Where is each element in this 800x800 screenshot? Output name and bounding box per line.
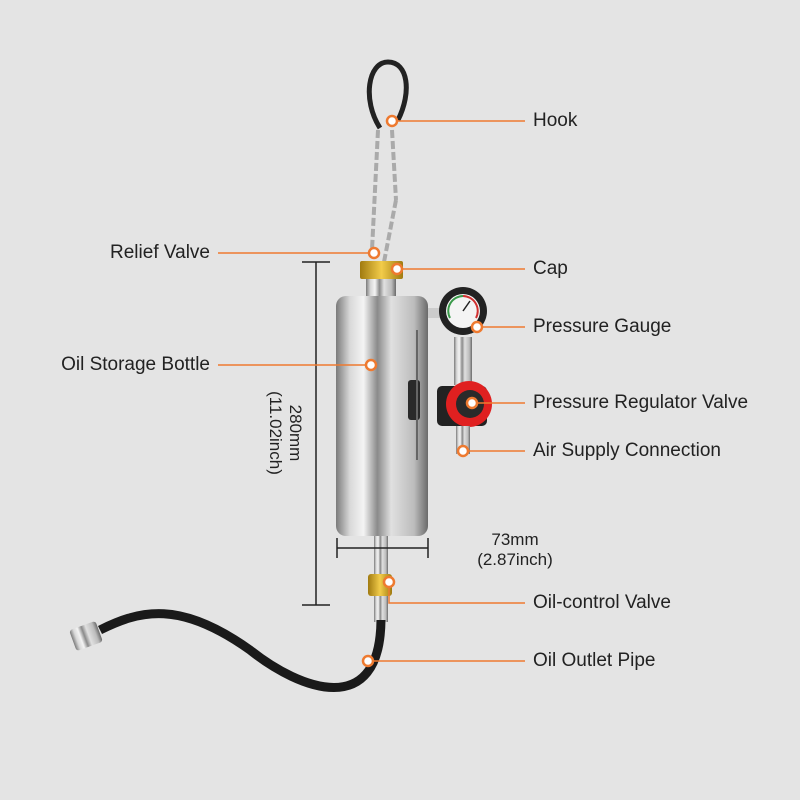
width-dimension-line xyxy=(336,538,429,558)
label-pressure-regulator-valve: Pressure Regulator Valve xyxy=(533,392,749,413)
width-inch: (2.87inch) xyxy=(477,550,553,569)
oil-outlet-pipe xyxy=(97,609,386,692)
height-inch: (11.02inch) xyxy=(266,391,285,475)
label-relief-valve: Relief Valve xyxy=(110,242,210,263)
width-dimension-label: 73mm (2.87inch) xyxy=(455,530,575,570)
leader-lines xyxy=(218,120,525,662)
height-dimension-line xyxy=(302,261,330,606)
label-pressure-gauge: Pressure Gauge xyxy=(533,316,672,337)
label-oil-storage-bottle: Oil Storage Bottle xyxy=(61,354,210,375)
oil-storage-bottle xyxy=(336,296,428,536)
height-dimension-label: 280mm (11.02inch) xyxy=(265,353,305,513)
label-cap: Cap xyxy=(533,258,568,279)
callout-dots xyxy=(361,114,484,668)
height-mm: 280mm xyxy=(286,404,305,462)
label-oil-control-valve: Oil-control Valve xyxy=(533,592,671,613)
width-mm: 73mm xyxy=(491,530,539,549)
hook xyxy=(366,59,409,263)
label-oil-outlet-pipe: Oil Outlet Pipe xyxy=(533,650,656,671)
label-hook: Hook xyxy=(533,110,578,131)
label-air-supply-connection: Air Supply Connection xyxy=(533,440,721,461)
